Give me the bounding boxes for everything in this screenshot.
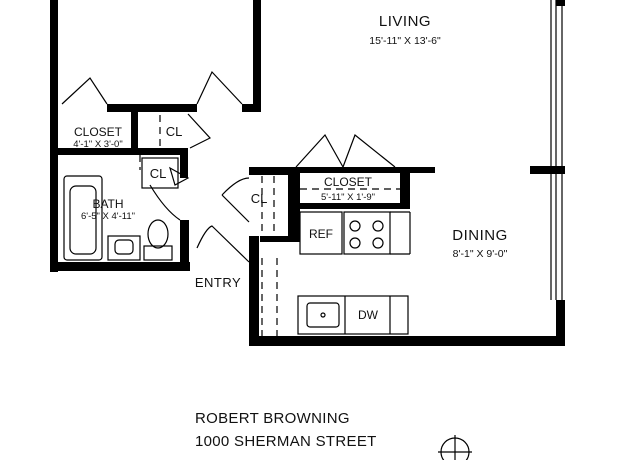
dining-room-dims: 8'-1" X 9'-0" — [453, 248, 508, 260]
dashed-lines — [139, 115, 400, 336]
kitchen-closet-dims: 5'-11" X 1'-9" — [321, 192, 375, 203]
labels: LIVING 15'-11" X 13'-6" DINING 8'-1" X 9… — [73, 13, 507, 322]
doors — [61, 70, 396, 263]
living-room-dims: 15'-11" X 13'-6" — [369, 35, 441, 47]
closet-label-hall: CL — [251, 191, 268, 206]
dining-room-name: DINING — [452, 227, 508, 244]
left-closet-name: CLOSET — [74, 125, 123, 139]
windows — [550, 0, 563, 300]
stove — [343, 211, 391, 255]
refrigerator-label: REF — [309, 227, 333, 241]
toilet-tank — [143, 245, 173, 261]
vanity — [107, 235, 141, 261]
kitchen-sink — [306, 302, 340, 328]
building-address: 1000 SHERMAN STREET — [195, 433, 377, 450]
dishwasher-label: DW — [358, 308, 379, 322]
bathtub — [63, 175, 103, 261]
kitchen-closet-name: CLOSET — [324, 175, 373, 189]
compass-icon — [438, 435, 472, 460]
bath-fixtures — [63, 157, 179, 261]
closet-label-bath: CL — [150, 166, 167, 181]
entry-label: ENTRY — [195, 275, 241, 290]
walls — [50, 0, 565, 346]
left-closet-dims: 4'-1" X 3'-0" — [73, 139, 122, 150]
lower-counter — [297, 295, 409, 335]
kitchen — [297, 211, 411, 335]
toilet-bowl — [147, 219, 169, 249]
building-name: ROBERT BROWNING — [195, 410, 350, 427]
bath-name: BATH — [92, 197, 123, 211]
bath-dims: 6'-5" X 4'-11" — [81, 211, 135, 222]
closet-label-upper: CL — [166, 124, 183, 139]
living-room-name: LIVING — [379, 13, 431, 30]
refrigerator — [299, 211, 343, 255]
